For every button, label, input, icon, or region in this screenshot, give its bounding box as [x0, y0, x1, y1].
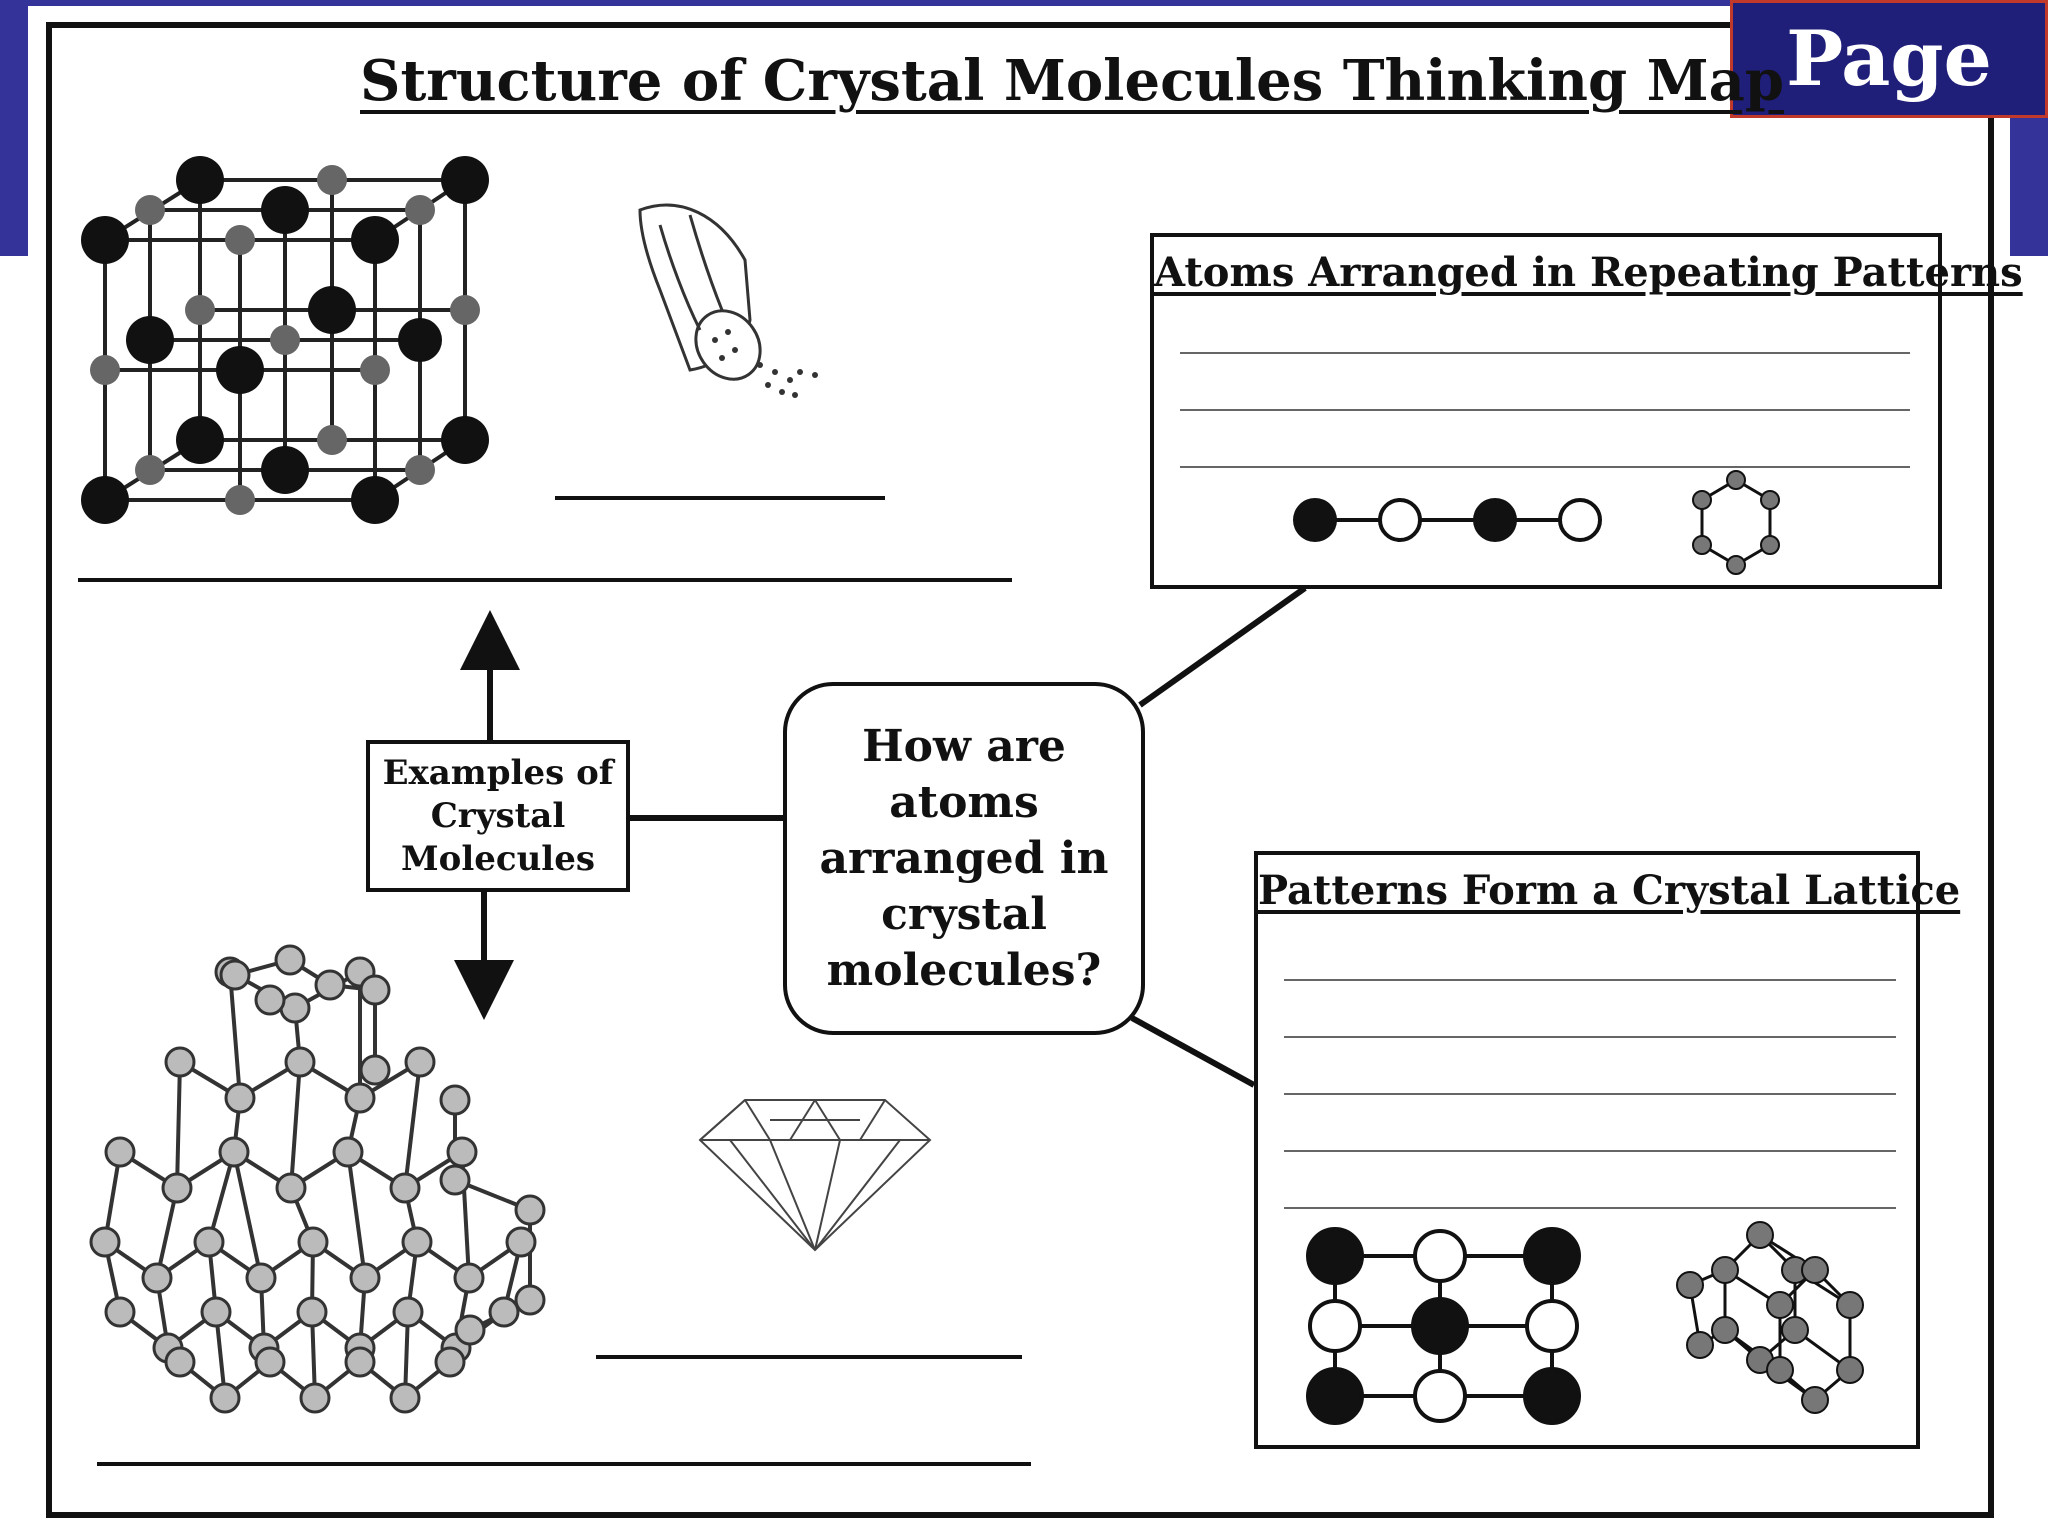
examples-box: Examples of Crystal Molecules	[366, 740, 630, 892]
answer-line-diamond-long[interactable]	[97, 1462, 1031, 1466]
repeating-patterns-title: Atoms Arranged in Repeating Patterns	[1154, 249, 2023, 296]
lattice-atom	[505, 1226, 537, 1258]
lattice-atom	[254, 984, 286, 1016]
lattice-atom	[439, 1164, 471, 1196]
lattice-atom	[389, 1382, 421, 1414]
crystal-lattice-box: Patterns Form a Crystal Lattice	[1254, 851, 1961, 1449]
lattice-atom	[344, 1082, 376, 1114]
lattice-atom	[254, 1346, 286, 1378]
lattice-atom	[453, 1262, 485, 1294]
writing-line[interactable]	[1284, 1150, 1896, 1152]
lattice-bond	[346, 1151, 367, 1279]
connector-center-lattice	[1130, 1015, 1256, 1088]
lattice-atom	[219, 959, 251, 991]
lattice-atom	[401, 1226, 433, 1258]
lattice-atom	[141, 1262, 173, 1294]
left-accent-bar	[0, 0, 28, 256]
lattice-atom	[344, 1346, 376, 1378]
lattice-atom	[359, 974, 391, 1006]
writing-line[interactable]	[1284, 1093, 1896, 1095]
lattice-bond	[175, 1061, 182, 1189]
lattice-atom	[514, 1284, 546, 1316]
answer-line-diamond-short[interactable]	[596, 1355, 1022, 1359]
page-badge: Page 51	[1730, 0, 2048, 215]
lattice-atom	[297, 1226, 329, 1258]
lattice-atom	[218, 1136, 250, 1168]
lattice-atom	[299, 1382, 331, 1414]
lattice-atom	[89, 1226, 121, 1258]
lattice-atom	[404, 1046, 436, 1078]
lattice-atom	[446, 1136, 478, 1168]
lattice-atom	[296, 1296, 328, 1328]
writing-line[interactable]	[1180, 352, 1910, 354]
lattice-atom	[104, 1136, 136, 1168]
lattice-atom	[274, 944, 306, 976]
lattice-atom	[349, 1262, 381, 1294]
connector-center-repeating	[1138, 585, 1307, 708]
lattice-atom	[314, 969, 346, 1001]
answer-line-salt-long[interactable]	[78, 578, 1012, 582]
lattice-atom	[359, 1054, 391, 1086]
lattice-atom	[284, 1046, 316, 1078]
repeating-patterns-box: Atoms Arranged in Repeating Patterns	[1150, 233, 2023, 589]
lattice-atom	[392, 1296, 424, 1328]
lattice-atom	[200, 1296, 232, 1328]
central-question: How are atoms arranged in crystal molecu…	[819, 720, 1109, 996]
lattice-bond	[207, 1151, 236, 1243]
lattice-atom	[209, 1382, 241, 1414]
page-title: Structure of Crystal Molecules Thinking …	[360, 48, 1785, 114]
lattice-atom	[104, 1296, 136, 1328]
writing-line[interactable]	[1180, 466, 1910, 468]
lattice-atom	[245, 1262, 277, 1294]
crystal-lattice-title: Patterns Form a Crystal Lattice	[1258, 867, 1961, 914]
writing-line[interactable]	[1284, 979, 1896, 981]
lattice-atom	[164, 1346, 196, 1378]
writing-line[interactable]	[1180, 409, 1910, 411]
writing-line[interactable]	[1284, 1036, 1896, 1038]
lattice-atom	[164, 1046, 196, 1078]
lattice-atom	[332, 1136, 364, 1168]
lattice-atom	[454, 1314, 486, 1346]
lattice-atom	[224, 1082, 256, 1114]
lattice-atom	[439, 1084, 471, 1116]
lattice-atom	[434, 1346, 466, 1378]
writing-line[interactable]	[1284, 1207, 1896, 1209]
central-question-box: How are atoms arranged in crystal molecu…	[783, 682, 1145, 1035]
lattice-atom	[275, 1172, 307, 1204]
lattice-atom	[193, 1226, 225, 1258]
top-accent-bar	[0, 0, 2048, 6]
examples-label: Examples of Crystal Molecules	[382, 752, 614, 879]
lattice-bond	[232, 1151, 263, 1279]
lattice-atom	[514, 1194, 546, 1226]
lattice-bond	[403, 1061, 422, 1189]
lattice-bond	[289, 1061, 302, 1189]
lattice-bond	[228, 971, 242, 1099]
lattice-atom	[161, 1172, 193, 1204]
answer-line-salt-short[interactable]	[555, 496, 885, 500]
lattice-atom	[488, 1296, 520, 1328]
lattice-atom	[389, 1172, 421, 1204]
